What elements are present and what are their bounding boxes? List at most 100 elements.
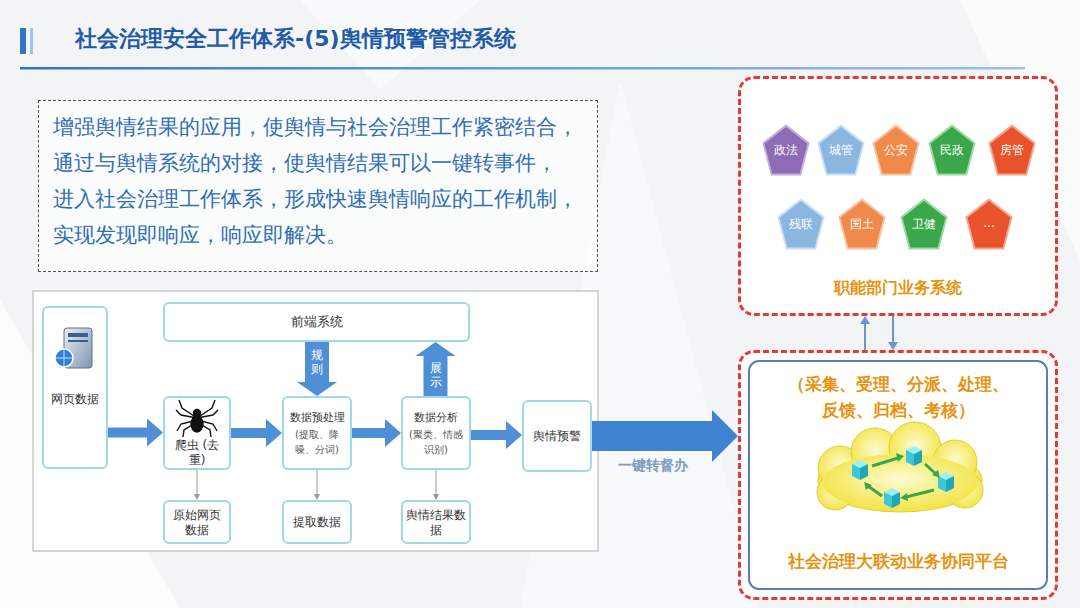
cloud-arrows <box>864 482 872 490</box>
node-cubes <box>938 472 954 492</box>
node-cubes <box>914 450 922 466</box>
node-text: (提取、降噪、分词) <box>287 427 347 457</box>
computer-icon <box>68 333 88 337</box>
connector-shaft <box>592 421 713 451</box>
node-text: 数据分析 <box>406 410 466 425</box>
department-pentagon: 残联 <box>777 198 825 250</box>
cloud-illustration <box>817 422 983 512</box>
connector <box>471 421 522 449</box>
cloud-arrows <box>868 486 882 496</box>
cloud-arrows <box>872 458 898 466</box>
node-text: 数据预处理 <box>287 410 347 425</box>
connector <box>592 410 738 462</box>
connector <box>297 342 337 396</box>
department-group: 职能部门业务系统政法城管公安民政房管残联国土卫健... <box>738 76 1058 316</box>
connector-shaft <box>317 470 318 495</box>
connector-shaft <box>471 430 507 440</box>
node-text: 网页数据 <box>47 392 103 407</box>
connector-label: 一键转督办 <box>618 457 688 475</box>
node-text: 舆情预警 <box>527 429 587 444</box>
connector-label: 规则 <box>311 349 323 375</box>
connector-shaft <box>436 470 437 495</box>
department-pentagon: 政法 <box>762 124 810 176</box>
arrow-head <box>416 342 456 356</box>
department-pentagon: 房管 <box>988 124 1036 176</box>
arrow-head <box>297 382 337 396</box>
node-cubes <box>892 492 900 508</box>
connector <box>888 316 898 350</box>
arrow-head <box>506 421 522 449</box>
arrow-head <box>385 419 401 447</box>
title-decoration <box>20 28 26 54</box>
node-text: 前端系统 <box>168 314 465 329</box>
cloud-illustration <box>817 422 983 512</box>
source-box: 网页数据 <box>42 306 108 469</box>
flow-panel <box>33 291 598 551</box>
data-store-box: 提取数据 <box>282 500 352 544</box>
connector-shaft <box>352 428 386 438</box>
connector <box>416 342 456 396</box>
node-text: 爬虫 (去重) <box>168 438 226 468</box>
node-cubes <box>906 446 922 466</box>
node-cubes <box>884 488 900 508</box>
connector <box>231 419 282 447</box>
node-cubes <box>946 476 954 492</box>
computer-icon <box>55 328 92 368</box>
arrow-head <box>712 410 738 462</box>
cloud-illustration <box>822 454 978 510</box>
computer-icon <box>68 340 88 342</box>
node-cubes <box>884 492 892 508</box>
connector <box>433 470 439 500</box>
department-name: 公安 <box>872 124 920 159</box>
department-name: 城管 <box>817 124 865 159</box>
cloud-arrows <box>896 453 904 462</box>
department-pentagon: 民政 <box>928 124 976 176</box>
node-text: 原始网页数据 <box>168 508 226 538</box>
platform-panel-ground <box>740 352 1056 598</box>
node-cubes <box>860 464 868 480</box>
spider-icon <box>194 410 201 417</box>
slide-title: 社会治理安全工作体系-(5)舆情预警管控系统 <box>75 24 516 54</box>
frontend-box: 前端系统 <box>163 302 470 342</box>
process-box: 数据分析 (聚类、情感识别) <box>401 396 471 470</box>
node-text: (聚类、情感识别) <box>406 427 466 457</box>
connector-shaft <box>424 355 448 396</box>
title-decoration <box>30 28 33 54</box>
connector-shaft <box>305 342 329 383</box>
department-pentagon: 卫健 <box>900 198 948 250</box>
department-name: 残联 <box>777 198 825 233</box>
node-text: 职能部门业务系统 <box>741 278 1055 299</box>
title-decoration <box>20 67 1025 70</box>
cloud-arrows <box>925 464 936 474</box>
cloud-arrows <box>864 453 940 501</box>
node-text: 舆情结果数据 <box>406 508 466 538</box>
platform-box: （采集、受理、分派、处理、 反馈、归档、考核）社会治理大联动业务协同平台 <box>738 350 1058 600</box>
connector <box>860 316 870 350</box>
cloud-arrows <box>900 493 908 501</box>
description-box: 增强舆情结果的应用，使舆情与社会治理工作紧密结合， 通过与舆情系统的对接，使舆情… <box>38 100 598 272</box>
department-name: 政法 <box>762 124 810 159</box>
spider-icon <box>176 400 218 437</box>
computer-icon <box>56 349 72 367</box>
arrow-head <box>860 316 870 324</box>
cloud-arrows <box>932 470 940 478</box>
connector <box>194 470 200 500</box>
department-name: 民政 <box>928 124 976 159</box>
node-cubes <box>938 476 946 492</box>
connector-shaft <box>231 428 267 438</box>
department-name: 卫健 <box>900 198 948 233</box>
connector-shaft <box>864 323 866 350</box>
node-text: 提取数据 <box>287 515 347 530</box>
dept-panel-ground <box>740 78 1056 314</box>
arrow-head <box>888 342 898 350</box>
node-cubes <box>906 450 914 466</box>
connector-shaft <box>892 316 894 343</box>
connector-label: 展示 <box>430 362 442 388</box>
connector <box>352 419 401 447</box>
department-pentagon: 国土 <box>838 198 886 250</box>
node-text: 增强舆情结果的应用，使舆情与社会治理工作紧密结合， 通过与舆情系统的对接，使舆情… <box>53 109 583 253</box>
process-box: 数据预处理 (提取、降噪、分词) <box>282 396 352 470</box>
